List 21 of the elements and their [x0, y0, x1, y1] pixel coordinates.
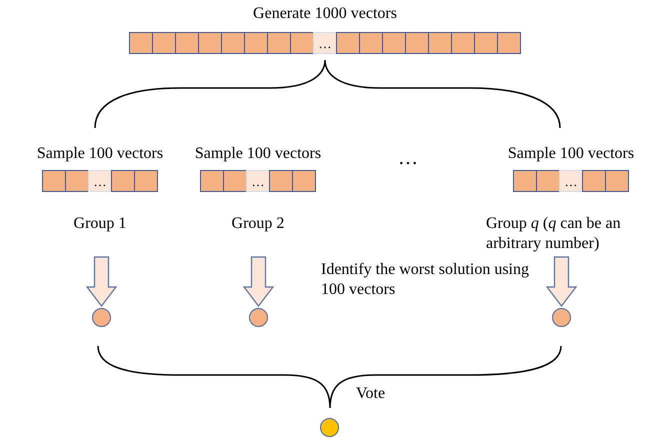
block-arrow: [242, 256, 274, 307]
block-arrow: [546, 256, 578, 307]
strip-heading: Sample 100 vectors: [506, 144, 636, 164]
solution-circle: [552, 308, 571, 327]
vector-cell: …: [313, 32, 337, 54]
group-label: Group 2: [230, 214, 286, 234]
vector-cell: …: [559, 170, 583, 192]
strip-heading: Sample 100 vectors: [36, 144, 164, 164]
vector-cell: …: [246, 170, 270, 192]
annotation-text: Identify the worst solution using 100 vectors: [321, 260, 530, 300]
group-label: Group 1: [72, 214, 128, 234]
vote-result-circle: [320, 418, 339, 437]
group-label: Group q (q can be an arbitrary number): [485, 214, 622, 254]
block-arrow: [86, 256, 118, 307]
strip-heading: Sample 100 vectors: [194, 144, 322, 164]
vote-label: Vote: [356, 384, 386, 404]
solution-circle: [92, 308, 111, 327]
ellipsis-text: …: [398, 148, 419, 168]
solution-circle: [249, 308, 268, 327]
vector-cell: …: [88, 170, 112, 192]
strip-heading: Generate 1000 vectors: [252, 4, 398, 24]
